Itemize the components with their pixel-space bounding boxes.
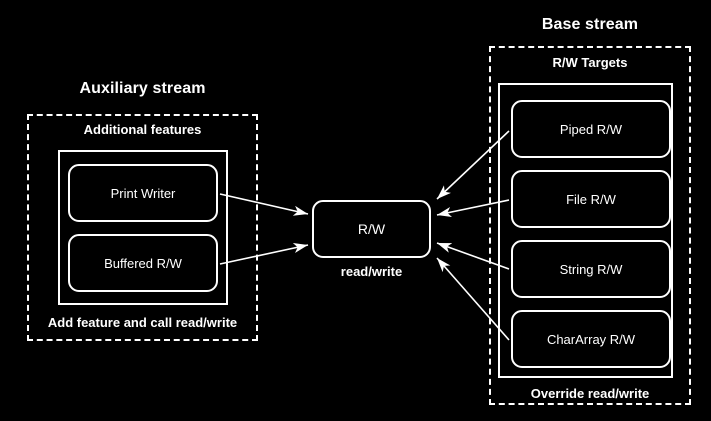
additional-features-header: Additional features bbox=[83, 122, 202, 137]
additional-features-solid-container bbox=[58, 150, 228, 305]
base-stream-footer: Override read/write bbox=[530, 386, 650, 401]
rw-center-caption: read/write bbox=[340, 264, 403, 279]
node-rw-center[interactable]: R/W bbox=[312, 200, 431, 258]
rw-targets-solid-container bbox=[498, 83, 673, 378]
base-stream-title: Base stream bbox=[541, 16, 639, 33]
auxiliary-stream-dashed-container bbox=[27, 114, 258, 341]
node-piped-rw[interactable]: Piped R/W bbox=[511, 100, 671, 158]
node-file-rw[interactable]: File R/W bbox=[511, 170, 671, 228]
node-print-writer[interactable]: Print Writer bbox=[68, 164, 218, 222]
node-buffered-rw[interactable]: Buffered R/W bbox=[68, 234, 218, 292]
node-string-rw[interactable]: String R/W bbox=[511, 240, 671, 298]
base-stream-dashed-container bbox=[489, 46, 691, 405]
rw-targets-header: R/W Targets bbox=[552, 55, 628, 70]
auxiliary-stream-title: Auxiliary stream bbox=[79, 80, 206, 97]
node-chararray-rw[interactable]: CharArray R/W bbox=[511, 310, 671, 368]
auxiliary-stream-footer: Add feature and call read/write bbox=[47, 315, 238, 330]
